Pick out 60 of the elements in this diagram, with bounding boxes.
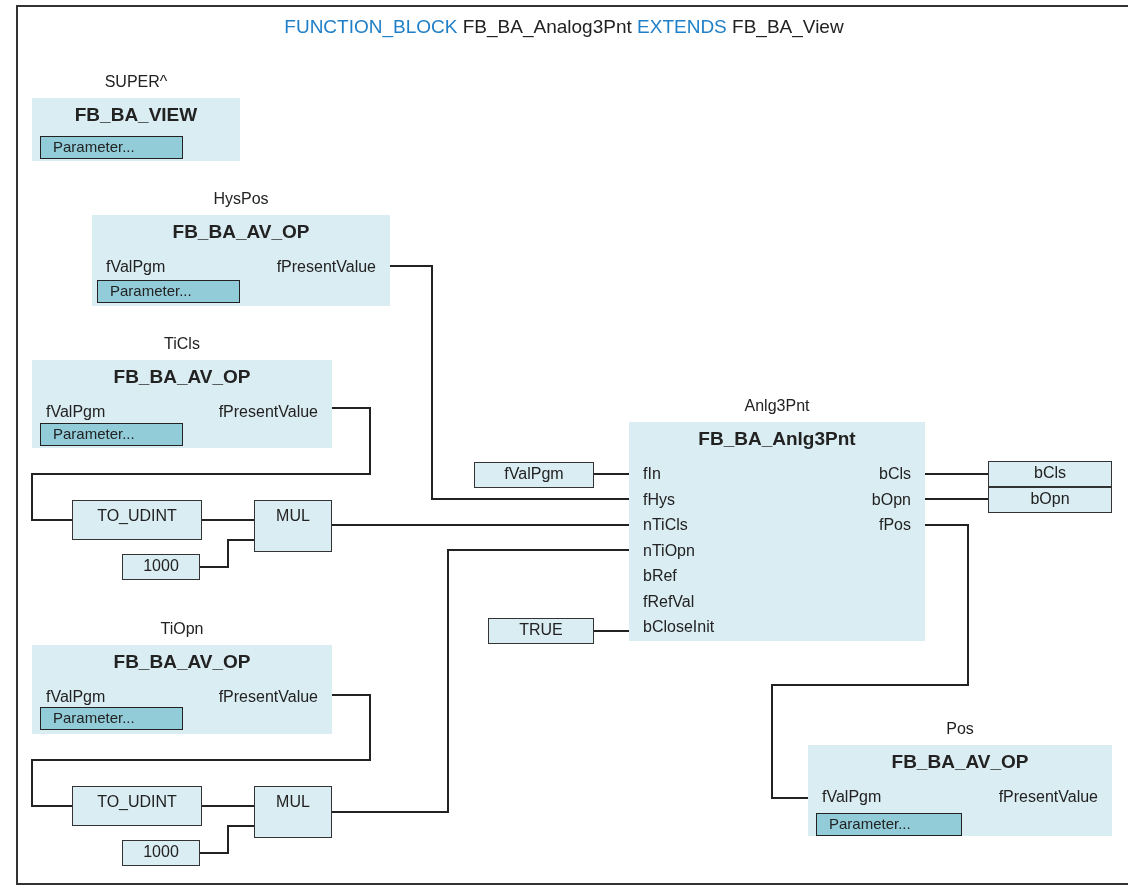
variable-box: fValPgm [474,462,594,488]
wire [924,473,989,475]
pin-label: nTiOpn [643,540,695,561]
block-type-name: FB_BA_AV_OP [890,752,1030,772]
pin-label: bRef [643,566,677,586]
pin-label: fValPgm [106,257,166,277]
pin-label: fValPgm [46,402,106,422]
block-type-name: FB_BA_AV_OP [112,652,252,672]
instance-name: HysPos [212,189,270,209]
parameter-button: Parameter... [40,423,183,446]
operator-block: MUL [254,786,332,838]
block-type-name: FB_BA_AV_OP [171,222,311,242]
wire [199,825,255,854]
instance-name: SUPER^ [103,72,169,92]
pin-label: fPos [879,515,911,535]
instance-name: Pos [945,719,975,739]
constant-box: 1000 [122,840,200,866]
parameter-button: Parameter... [40,136,183,159]
wire [31,407,371,521]
parameter-button: Parameter... [40,707,183,730]
instance-name: TiCls [163,334,201,354]
wire [201,805,255,807]
parameter-button: Parameter... [816,813,962,836]
diagram-title: FUNCTION_BLOCK FB_BA_Analog3Pnt EXTENDS FB_BA_View [283,16,845,38]
pin-label: bCloseInit [643,617,715,637]
wire [593,473,630,475]
parameter-button: Parameter... [97,280,240,303]
block-type-name: FB_BA_VIEW [73,105,199,125]
wire [771,524,969,799]
wire [201,519,255,521]
pin-label: fRefVal [643,591,695,612]
wire [199,539,255,568]
pin-label: fIn [643,464,661,484]
pin-label: fPresentValue [276,257,376,277]
pin-label: fHys [643,489,675,510]
pin-label: bCls [879,464,911,484]
wire [593,630,630,632]
block-type-name: FB_BA_Anlg3Pnt [697,429,857,449]
operator-block: MUL [254,500,332,552]
pin-label: fValPgm [822,787,882,807]
wire [389,265,630,500]
wire [331,549,630,813]
pin-label: bOpn [871,489,911,510]
instance-name: TiOpn [159,619,205,639]
wire [31,694,371,807]
constant-box: 1000 [122,554,200,580]
pin-label: fPresentValue [218,687,318,707]
constant-box: TRUE [488,618,594,644]
variable-box: bCls [988,461,1112,487]
wire [924,498,989,500]
variable-box: bOpn [988,487,1112,513]
wire [331,524,630,526]
pin-label: fPresentValue [218,402,318,422]
operator-block: TO_UDINT [72,500,202,540]
pin-label: nTiCls [643,515,688,535]
operator-block: TO_UDINT [72,786,202,826]
block-type-name: FB_BA_AV_OP [112,367,252,387]
pin-label: fPresentValue [998,787,1098,807]
pin-label: fValPgm [46,687,106,707]
instance-name: Anlg3Pnt [743,396,811,416]
